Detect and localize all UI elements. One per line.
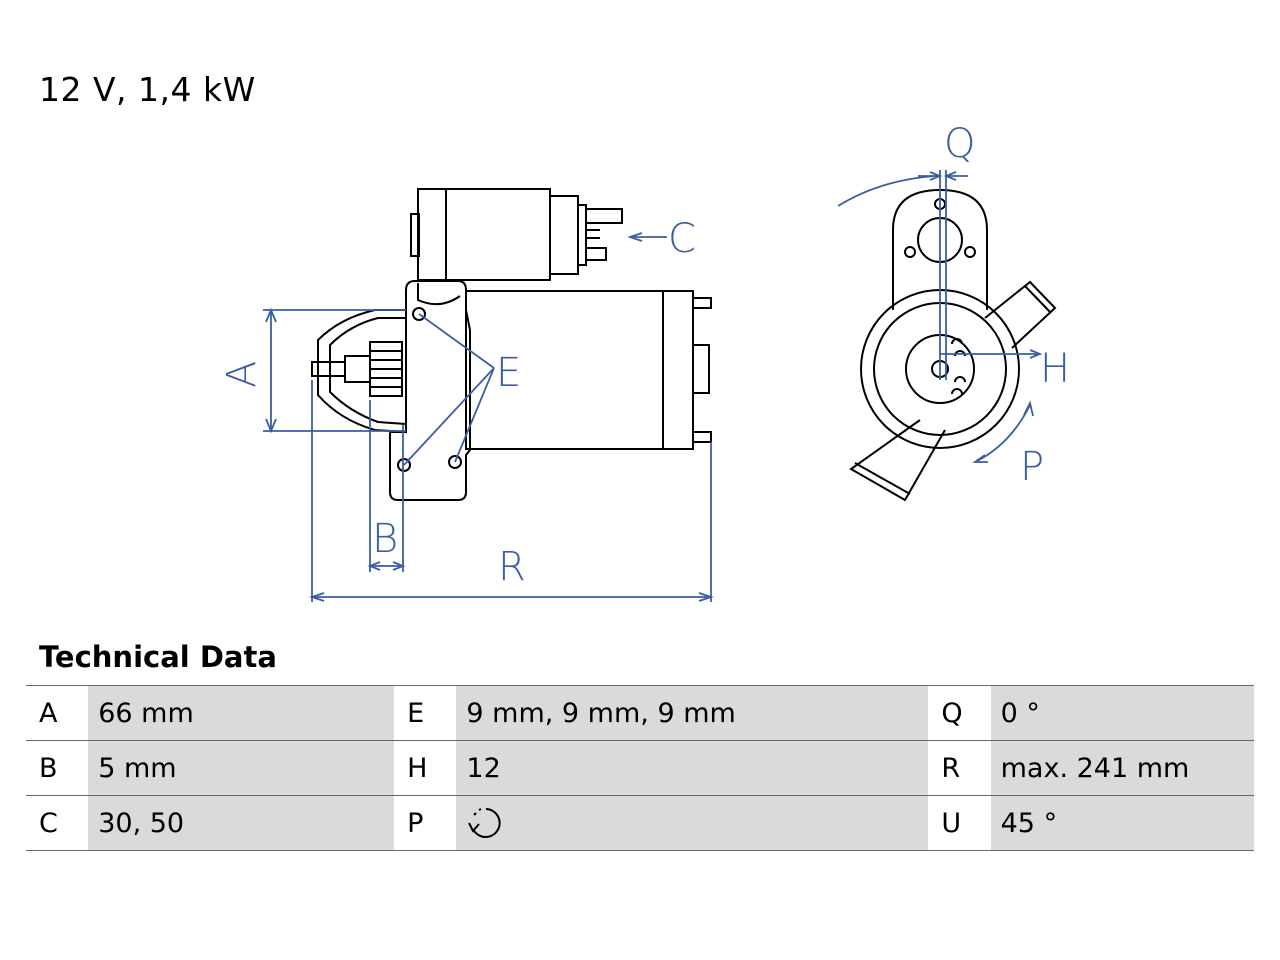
value-cell: 9 mm, 9 mm, 9 mm bbox=[456, 685, 929, 741]
value-cell: 66 mm bbox=[88, 685, 395, 741]
value-cell: 5 mm bbox=[88, 740, 395, 796]
key-cell: R bbox=[928, 740, 991, 796]
label-r: R bbox=[498, 544, 526, 590]
value-cell: 30, 50 bbox=[88, 795, 395, 851]
key-cell: P bbox=[394, 795, 457, 851]
key-cell: U bbox=[928, 795, 991, 851]
technical-data-table: A 66 mm E 9 mm, 9 mm, 9 mm Q 0 ° B 5 mm … bbox=[26, 685, 1254, 851]
starter-motor-drawing: A B C E R Q H P bbox=[219, 121, 1070, 602]
table-row: B 5 mm H 12 R max. 241 mm bbox=[26, 740, 1254, 796]
spec-heading: 12 V, 1,4 kW bbox=[39, 70, 256, 109]
key-cell: C bbox=[26, 795, 89, 851]
key-cell: Q bbox=[928, 685, 991, 741]
key-cell: E bbox=[394, 685, 457, 741]
rotation-direction-icon bbox=[468, 808, 502, 838]
value-cell bbox=[456, 795, 929, 851]
key-cell: H bbox=[394, 740, 457, 796]
side-view bbox=[311, 188, 712, 501]
value-cell: 12 bbox=[456, 740, 929, 796]
value-cell: 45 ° bbox=[990, 795, 1254, 851]
side-view-dimensions bbox=[263, 232, 714, 602]
label-h: H bbox=[1040, 346, 1070, 392]
table-row: C 30, 50 P U 45 ° bbox=[26, 795, 1254, 851]
key-cell: B bbox=[26, 740, 89, 796]
label-c: C bbox=[668, 216, 696, 262]
key-cell: A bbox=[26, 685, 89, 741]
value-cell: 0 ° bbox=[990, 685, 1254, 741]
label-b: B bbox=[372, 516, 398, 562]
label-a: A bbox=[219, 361, 265, 388]
label-e: E bbox=[496, 350, 521, 396]
table-row: A 66 mm E 9 mm, 9 mm, 9 mm Q 0 ° bbox=[26, 685, 1254, 741]
end-view-dimensions bbox=[837, 170, 1043, 463]
label-p: P bbox=[1020, 444, 1044, 490]
section-title: Technical Data bbox=[39, 640, 277, 674]
value-cell: max. 241 mm bbox=[990, 740, 1254, 796]
label-q: Q bbox=[944, 121, 975, 167]
